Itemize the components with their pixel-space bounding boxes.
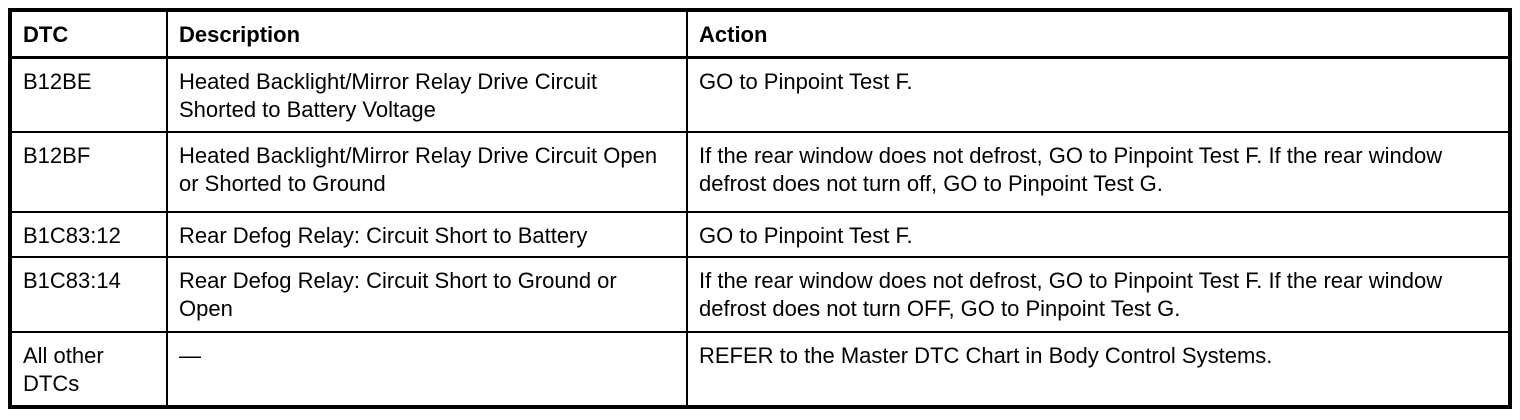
column-header-description: Description [166,9,688,59]
column-header-dtc: DTC [9,9,168,59]
action-cell: If the rear window does not defrost, GO … [686,131,1511,213]
description-cell: — [166,331,688,408]
dtc-table: DTC Description Action B12BE Heated Back… [8,8,1512,409]
table-row: B1C83:12 Rear Defog Relay: Circuit Short… [9,211,1511,258]
column-header-action: Action [686,9,1511,59]
description-cell: Heated Backlight/Mirror Relay Drive Circ… [166,131,688,213]
dtc-cell: B12BE [9,56,168,133]
table-row: B12BE Heated Backlight/Mirror Relay Driv… [9,56,1511,133]
dtc-cell: All other DTCs [9,331,168,408]
description-cell: Rear Defog Relay: Circuit Short to Batte… [166,211,688,258]
table-row: B1C83:14 Rear Defog Relay: Circuit Short… [9,256,1511,333]
table-row: B12BF Heated Backlight/Mirror Relay Driv… [9,131,1511,213]
description-cell: Heated Backlight/Mirror Relay Drive Circ… [166,56,688,133]
table-header-row: DTC Description Action [9,9,1511,59]
action-cell: REFER to the Master DTC Chart in Body Co… [686,331,1511,408]
dtc-cell: B12BF [9,131,168,213]
action-cell: GO to Pinpoint Test F. [686,211,1511,258]
table-row: All other DTCs — REFER to the Master DTC… [9,331,1511,408]
description-cell: Rear Defog Relay: Circuit Short to Groun… [166,256,688,333]
action-cell: If the rear window does not defrost, GO … [686,256,1511,333]
action-cell: GO to Pinpoint Test F. [686,56,1511,133]
dtc-cell: B1C83:14 [9,256,168,333]
dtc-cell: B1C83:12 [9,211,168,258]
